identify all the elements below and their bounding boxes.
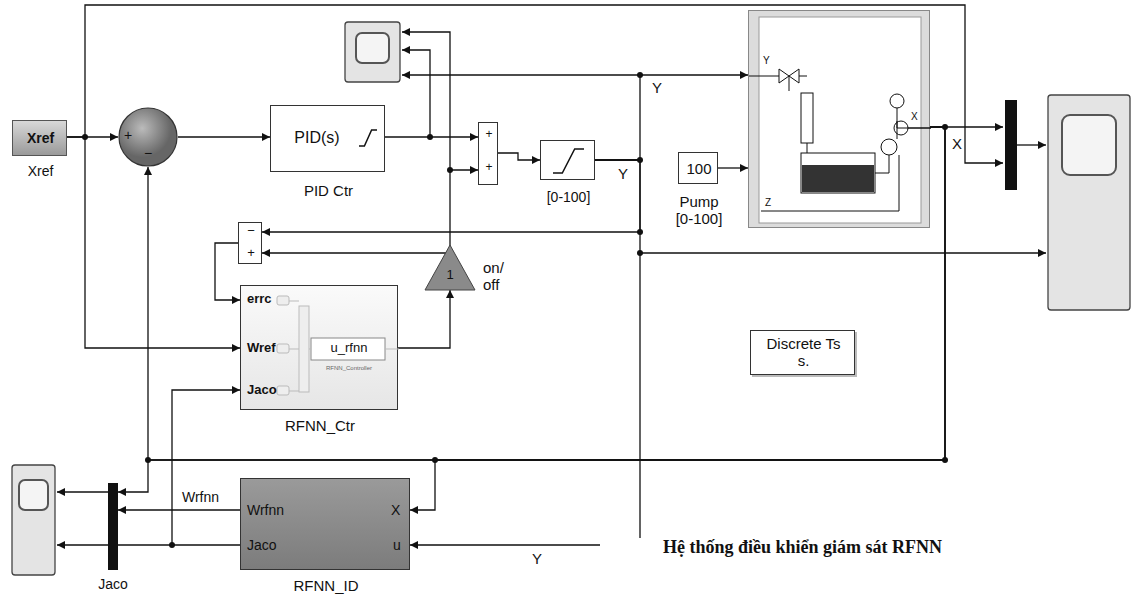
block-label: Jaco (247, 537, 277, 553)
block-label: + (479, 128, 499, 142)
constant-block: XrefXref (12, 120, 67, 156)
block-label: + (239, 246, 263, 261)
discrete-block: Discrete Ts s. (750, 330, 855, 375)
signal-name: Y (650, 80, 664, 97)
scope-bottom (12, 465, 55, 575)
pid-controller: PID(s)PID Ctr (270, 105, 385, 172)
signal-name: Wrfnn (180, 490, 221, 505)
signal-name: Y (616, 166, 630, 183)
signal-wire (262, 245, 450, 253)
block-label: Wref (247, 341, 276, 356)
mux-bar: Jaco (108, 483, 118, 570)
block-label: + (124, 127, 132, 143)
block-label: − (239, 224, 263, 239)
sum-circle: +− (118, 107, 178, 167)
block-label: Xref (9, 163, 72, 179)
block-label: Jaco (247, 383, 277, 398)
signal-wire (450, 170, 478, 245)
block-label: PID(s) (275, 129, 359, 147)
scope-right (1048, 95, 1130, 310)
signal-wire (118, 509, 240, 510)
gain-triangle: 1on/ off (425, 245, 475, 290)
block-label: on/ off (483, 259, 517, 294)
signal-wire (718, 167, 748, 168)
signal-wire (410, 160, 640, 545)
block-label: u (393, 537, 401, 553)
block-label: [0-100] (531, 189, 606, 205)
block-label: Z (765, 197, 771, 209)
signal-wire (172, 390, 240, 545)
block-label: Pump [0-100] (669, 193, 729, 228)
scope-top (345, 22, 400, 82)
block-label: 100 (679, 160, 719, 177)
block-label: RFNN_Ctr (231, 417, 409, 434)
signal-wire (498, 153, 540, 160)
signal-wire (215, 243, 240, 300)
block-label: X (391, 502, 400, 518)
signal-name: X (950, 136, 964, 153)
signal-wire (398, 290, 450, 348)
rfnn-identifier: WrfnnJacoXuRFNN_ID (240, 478, 410, 570)
block-label: RFNN_ID (231, 577, 421, 594)
mux-bar (1005, 100, 1017, 190)
block-label: 1 (444, 268, 456, 283)
block-label: Wrfnn (247, 502, 284, 518)
block-label: Jaco (94, 576, 132, 592)
constant-block: 100Pump [0-100] (678, 152, 718, 184)
sum-block: −+ (238, 222, 262, 264)
block-label: RFNN_Controller (307, 365, 391, 372)
signal-name: Y (530, 551, 544, 568)
block-label: Y (763, 55, 770, 67)
block-label: PID Ctr (261, 182, 396, 199)
plant-subsystem: Y X Z (748, 10, 930, 228)
block-label: u_rfnn (315, 341, 383, 356)
block-label: + (479, 161, 499, 175)
caption: Hệ thống điều khiển giám sát RFNN (600, 538, 944, 558)
saturation-block: [0-100] (540, 140, 595, 180)
block-label: X (911, 111, 918, 123)
signal-wire (385, 136, 478, 137)
signal-wire (178, 136, 270, 137)
block-label: Xref (13, 130, 68, 146)
block-label: − (144, 145, 152, 161)
sum-block: ++ (478, 122, 498, 185)
rfnn-controller: errcWrefJacou_rfnnRFNN_ControllerRFNN_Ct… (240, 285, 398, 410)
signal-wire (148, 127, 945, 460)
signal-wire (595, 75, 748, 160)
signal-wire (67, 137, 240, 348)
signal-wire (118, 127, 945, 492)
block-label: Discrete Ts s. (759, 335, 848, 370)
block-label: errc (247, 292, 272, 307)
